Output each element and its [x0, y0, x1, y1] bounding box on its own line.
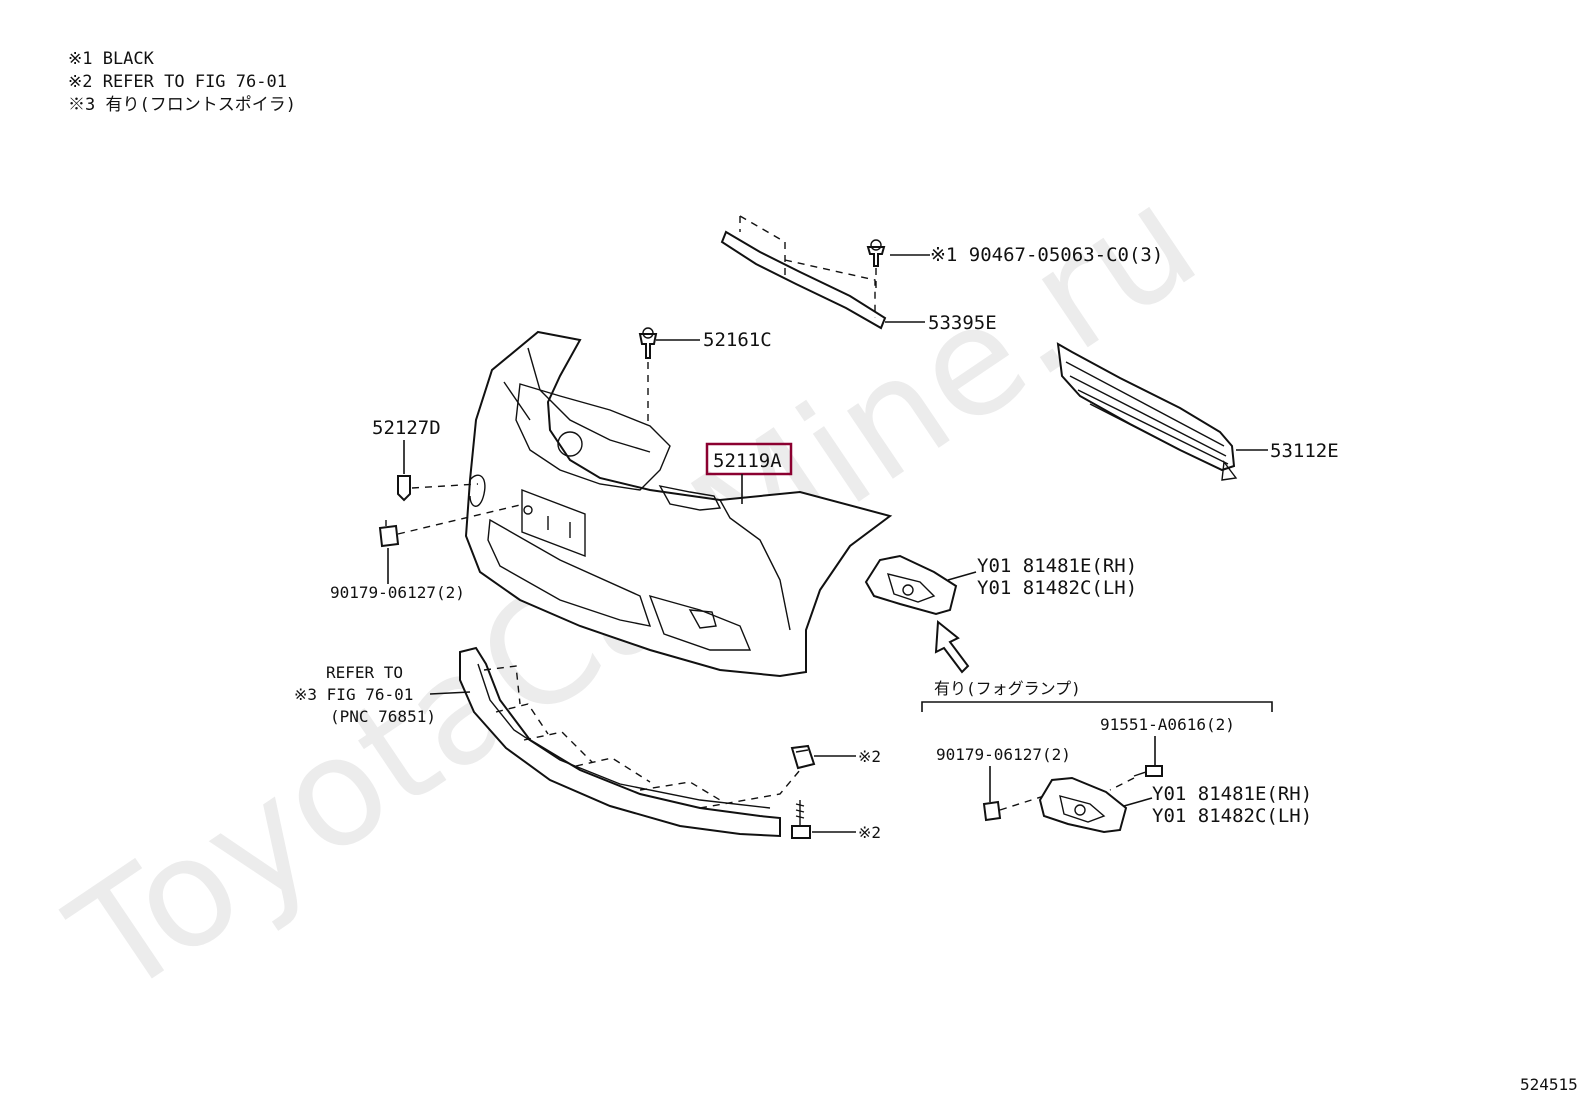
fog-lamp-cover-upper	[864, 554, 958, 616]
arrow-icon	[934, 620, 970, 674]
grille-53112e	[1056, 342, 1238, 481]
label-52161c: 52161C	[703, 329, 772, 351]
bumper-cover-52119a	[464, 330, 893, 678]
label-clip-90467: ※1 90467-05063-C0(3)	[930, 244, 1163, 266]
label-52127d: 52127D	[372, 417, 441, 439]
label-91551: 91551-A0616(2)	[1100, 715, 1235, 734]
clip-icon	[638, 327, 658, 359]
label-90179-left: 90179-06127(2)	[330, 583, 465, 602]
label-y01-lh-upper: Y01 81482C(LH)	[977, 577, 1137, 599]
nut-icon	[378, 520, 400, 548]
label-refer-to: REFER TO	[326, 663, 403, 682]
label-90179-right: 90179-06127(2)	[936, 745, 1071, 764]
figure-number: 524515	[1520, 1075, 1578, 1094]
clip-icon	[790, 744, 816, 770]
nut-icon	[982, 800, 1002, 822]
clip-icon	[866, 239, 886, 267]
label-fog-group: 有り(フォグランプ)	[934, 679, 1081, 698]
highlight-box-52119a	[705, 442, 793, 476]
label-refer-fig: ※3 FIG 76-01	[294, 685, 413, 704]
label-52119a[interactable]: 52119A	[713, 450, 782, 472]
screw-icon	[397, 475, 411, 502]
label-53395e: 53395E	[928, 312, 997, 334]
label-note2-lower: ※2	[858, 823, 881, 842]
front-spoiler	[459, 646, 801, 838]
label-y01-rh-upper: Y01 81481E(RH)	[977, 555, 1137, 577]
label-53112e: 53112E	[1270, 440, 1339, 462]
screw-icon	[791, 800, 811, 839]
note-2: ※2 REFER TO FIG 76-01	[68, 72, 287, 92]
note-1: ※1 BLACK	[68, 49, 155, 69]
fog-lamp-cover-lower	[1038, 776, 1128, 834]
label-y01-lh-lower: Y01 81482C(LH)	[1152, 805, 1312, 827]
fog-group-bracket	[921, 701, 1273, 712]
bolt-icon	[1133, 765, 1163, 777]
note-3: ※3 有り(フロントスポイラ)	[68, 95, 296, 115]
label-refer-pnc: (PNC 76851)	[330, 707, 436, 726]
label-note2-upper: ※2	[858, 747, 881, 766]
moulding-strip-53395e	[720, 215, 887, 330]
label-y01-rh-lower: Y01 81481E(RH)	[1152, 783, 1312, 805]
